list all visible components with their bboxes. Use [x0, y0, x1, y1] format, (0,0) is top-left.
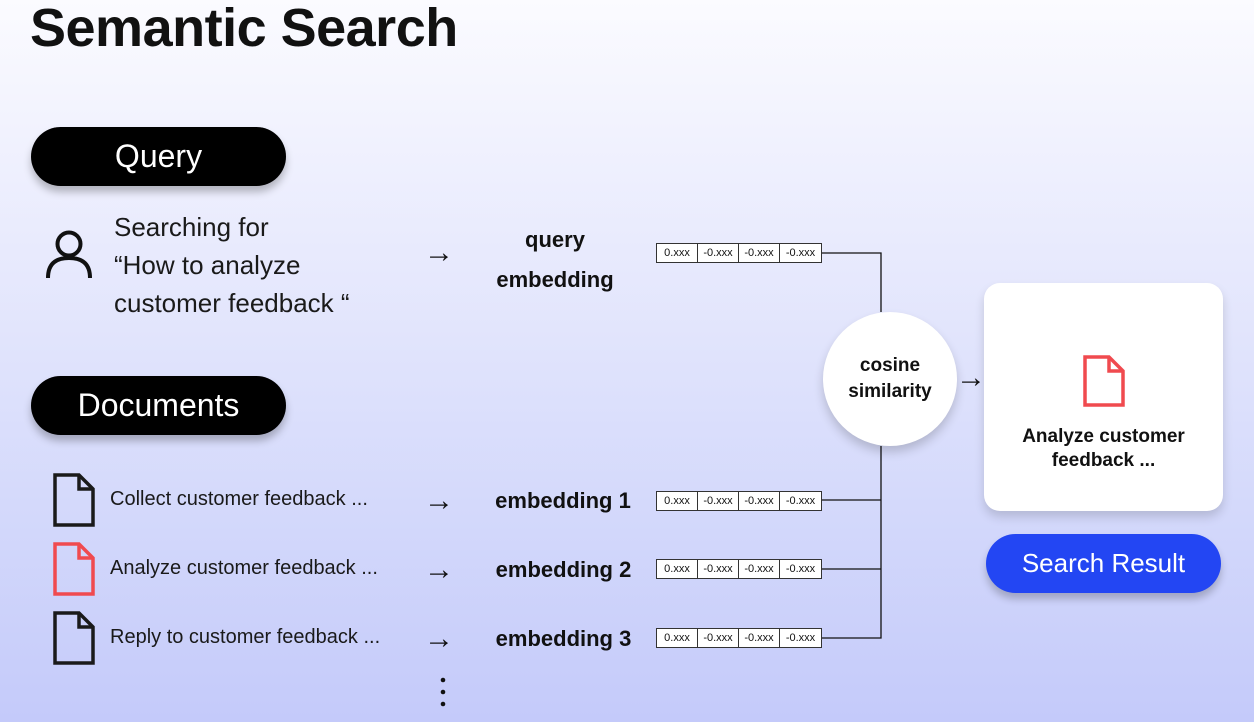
document-icon	[53, 473, 95, 527]
more-indicator-icon	[440, 677, 446, 707]
embedding-3-label: embedding 3	[495, 626, 632, 651]
document-icon	[53, 611, 95, 665]
vector-cell: -0.xxx	[698, 244, 739, 262]
query-embedding-vector: 0.xxx -0.xxx -0.xxx -0.xxx	[656, 243, 822, 263]
vector-cell: -0.xxx	[785, 632, 816, 644]
vector-cell: -0.xxx	[698, 492, 739, 510]
document-arrow: →	[424, 484, 454, 517]
query-text: Searching for “How to analyze customer f…	[114, 212, 350, 318]
page-title: Semantic Search	[30, 0, 458, 58]
embedding-1-vector: 0.xxx -0.xxx -0.xxx -0.xxx	[656, 491, 822, 511]
documents-label: Documents	[77, 387, 240, 423]
vector-cell: 0.xxx	[657, 244, 698, 262]
result-text: Analyze customer feedback ...	[1022, 426, 1185, 471]
document-arrow: →	[424, 553, 454, 586]
cosine-similarity-node: cosine similarity	[823, 312, 957, 446]
embedding-2-vector: 0.xxx -0.xxx -0.xxx -0.xxx	[656, 559, 822, 579]
documents-pill: Documents	[31, 376, 286, 435]
vector-cell: -0.xxx	[739, 492, 780, 510]
vector-cell: -0.xxx	[739, 244, 780, 262]
vector-cell: -0.xxx	[785, 563, 816, 575]
document-highlight-icon	[53, 542, 95, 596]
vector-cell: -0.xxx	[698, 560, 739, 578]
search-result-pill: Search Result	[986, 534, 1221, 593]
vector-cell: -0.xxx	[739, 560, 780, 578]
vector-cell: -0.xxx	[785, 495, 816, 507]
vector-cell: 0.xxx	[657, 560, 698, 578]
query-arrow: →	[424, 236, 454, 269]
embedding-2-label: embedding 2	[495, 557, 632, 582]
user-icon	[46, 230, 92, 279]
embedding-3-vector: 0.xxx -0.xxx -0.xxx -0.xxx	[656, 628, 822, 648]
query-label: Query	[114, 138, 203, 174]
vector-cell: -0.xxx	[739, 629, 780, 647]
search-result-label: Search Result	[1021, 548, 1186, 578]
embedding-1-label: embedding 1	[495, 488, 631, 513]
document-arrow: →	[424, 622, 454, 655]
document-text: Analyze customer feedback ...	[110, 557, 378, 579]
result-card: Analyze customer feedback ...	[984, 283, 1223, 511]
vector-cell: 0.xxx	[657, 492, 698, 510]
vector-cell: 0.xxx	[657, 629, 698, 647]
query-pill: Query	[31, 127, 286, 186]
vector-cell: -0.xxx	[785, 247, 816, 259]
document-text: Collect customer feedback ...	[110, 488, 368, 510]
result-arrow: →	[956, 361, 986, 394]
document-text: Reply to customer feedback ...	[110, 626, 381, 648]
query-embedding-label: query embedding	[496, 227, 614, 292]
vector-cell: -0.xxx	[698, 629, 739, 647]
document-highlight-icon	[1083, 355, 1125, 407]
